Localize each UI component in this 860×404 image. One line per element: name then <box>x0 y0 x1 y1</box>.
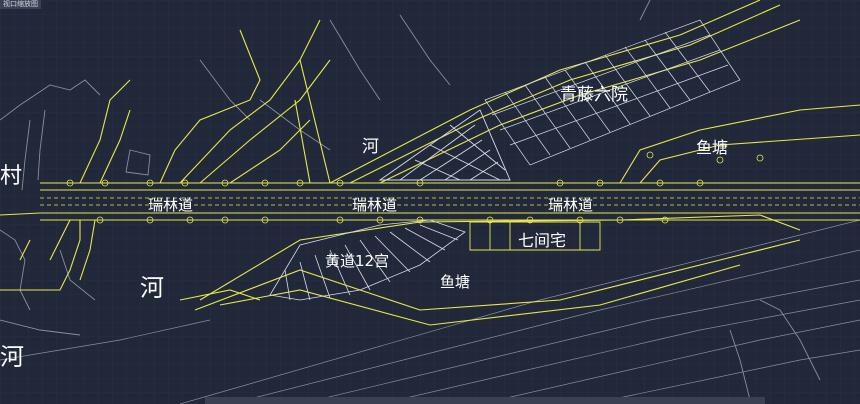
label-he-north: 河 <box>362 137 379 157</box>
label-cun: 村 <box>0 164 22 189</box>
label-ruilin-3: 瑞林道 <box>548 196 593 214</box>
label-huangdao: 黄道12宫 <box>325 252 389 270</box>
label-he-sw: 河 <box>0 343 24 371</box>
label-qijianzhai: 七间宅 <box>518 231 566 250</box>
label-yutang-east: 鱼塘 <box>696 138 728 157</box>
label-yutang-south: 鱼塘 <box>440 273 470 291</box>
terrain-lines <box>0 0 821 401</box>
label-he-west: 河 <box>140 274 164 302</box>
horizontal-scrollbar[interactable] <box>205 397 765 404</box>
label-ruilin-2: 瑞林道 <box>352 196 397 214</box>
huangdao-fan-buildings <box>269 219 466 301</box>
qingteng-parking-grid <box>484 19 741 166</box>
triangle-structure <box>378 109 511 181</box>
qijianzhai-block <box>469 221 601 251</box>
label-ruilin-1: 瑞林道 <box>148 196 193 214</box>
road-network <box>0 0 860 326</box>
label-qingteng: 青藤六院 <box>560 85 628 105</box>
riverbank-lines <box>0 219 860 404</box>
street-markers <box>66 151 764 224</box>
viewport-tab[interactable]: 视口缩放图 <box>0 0 41 9</box>
